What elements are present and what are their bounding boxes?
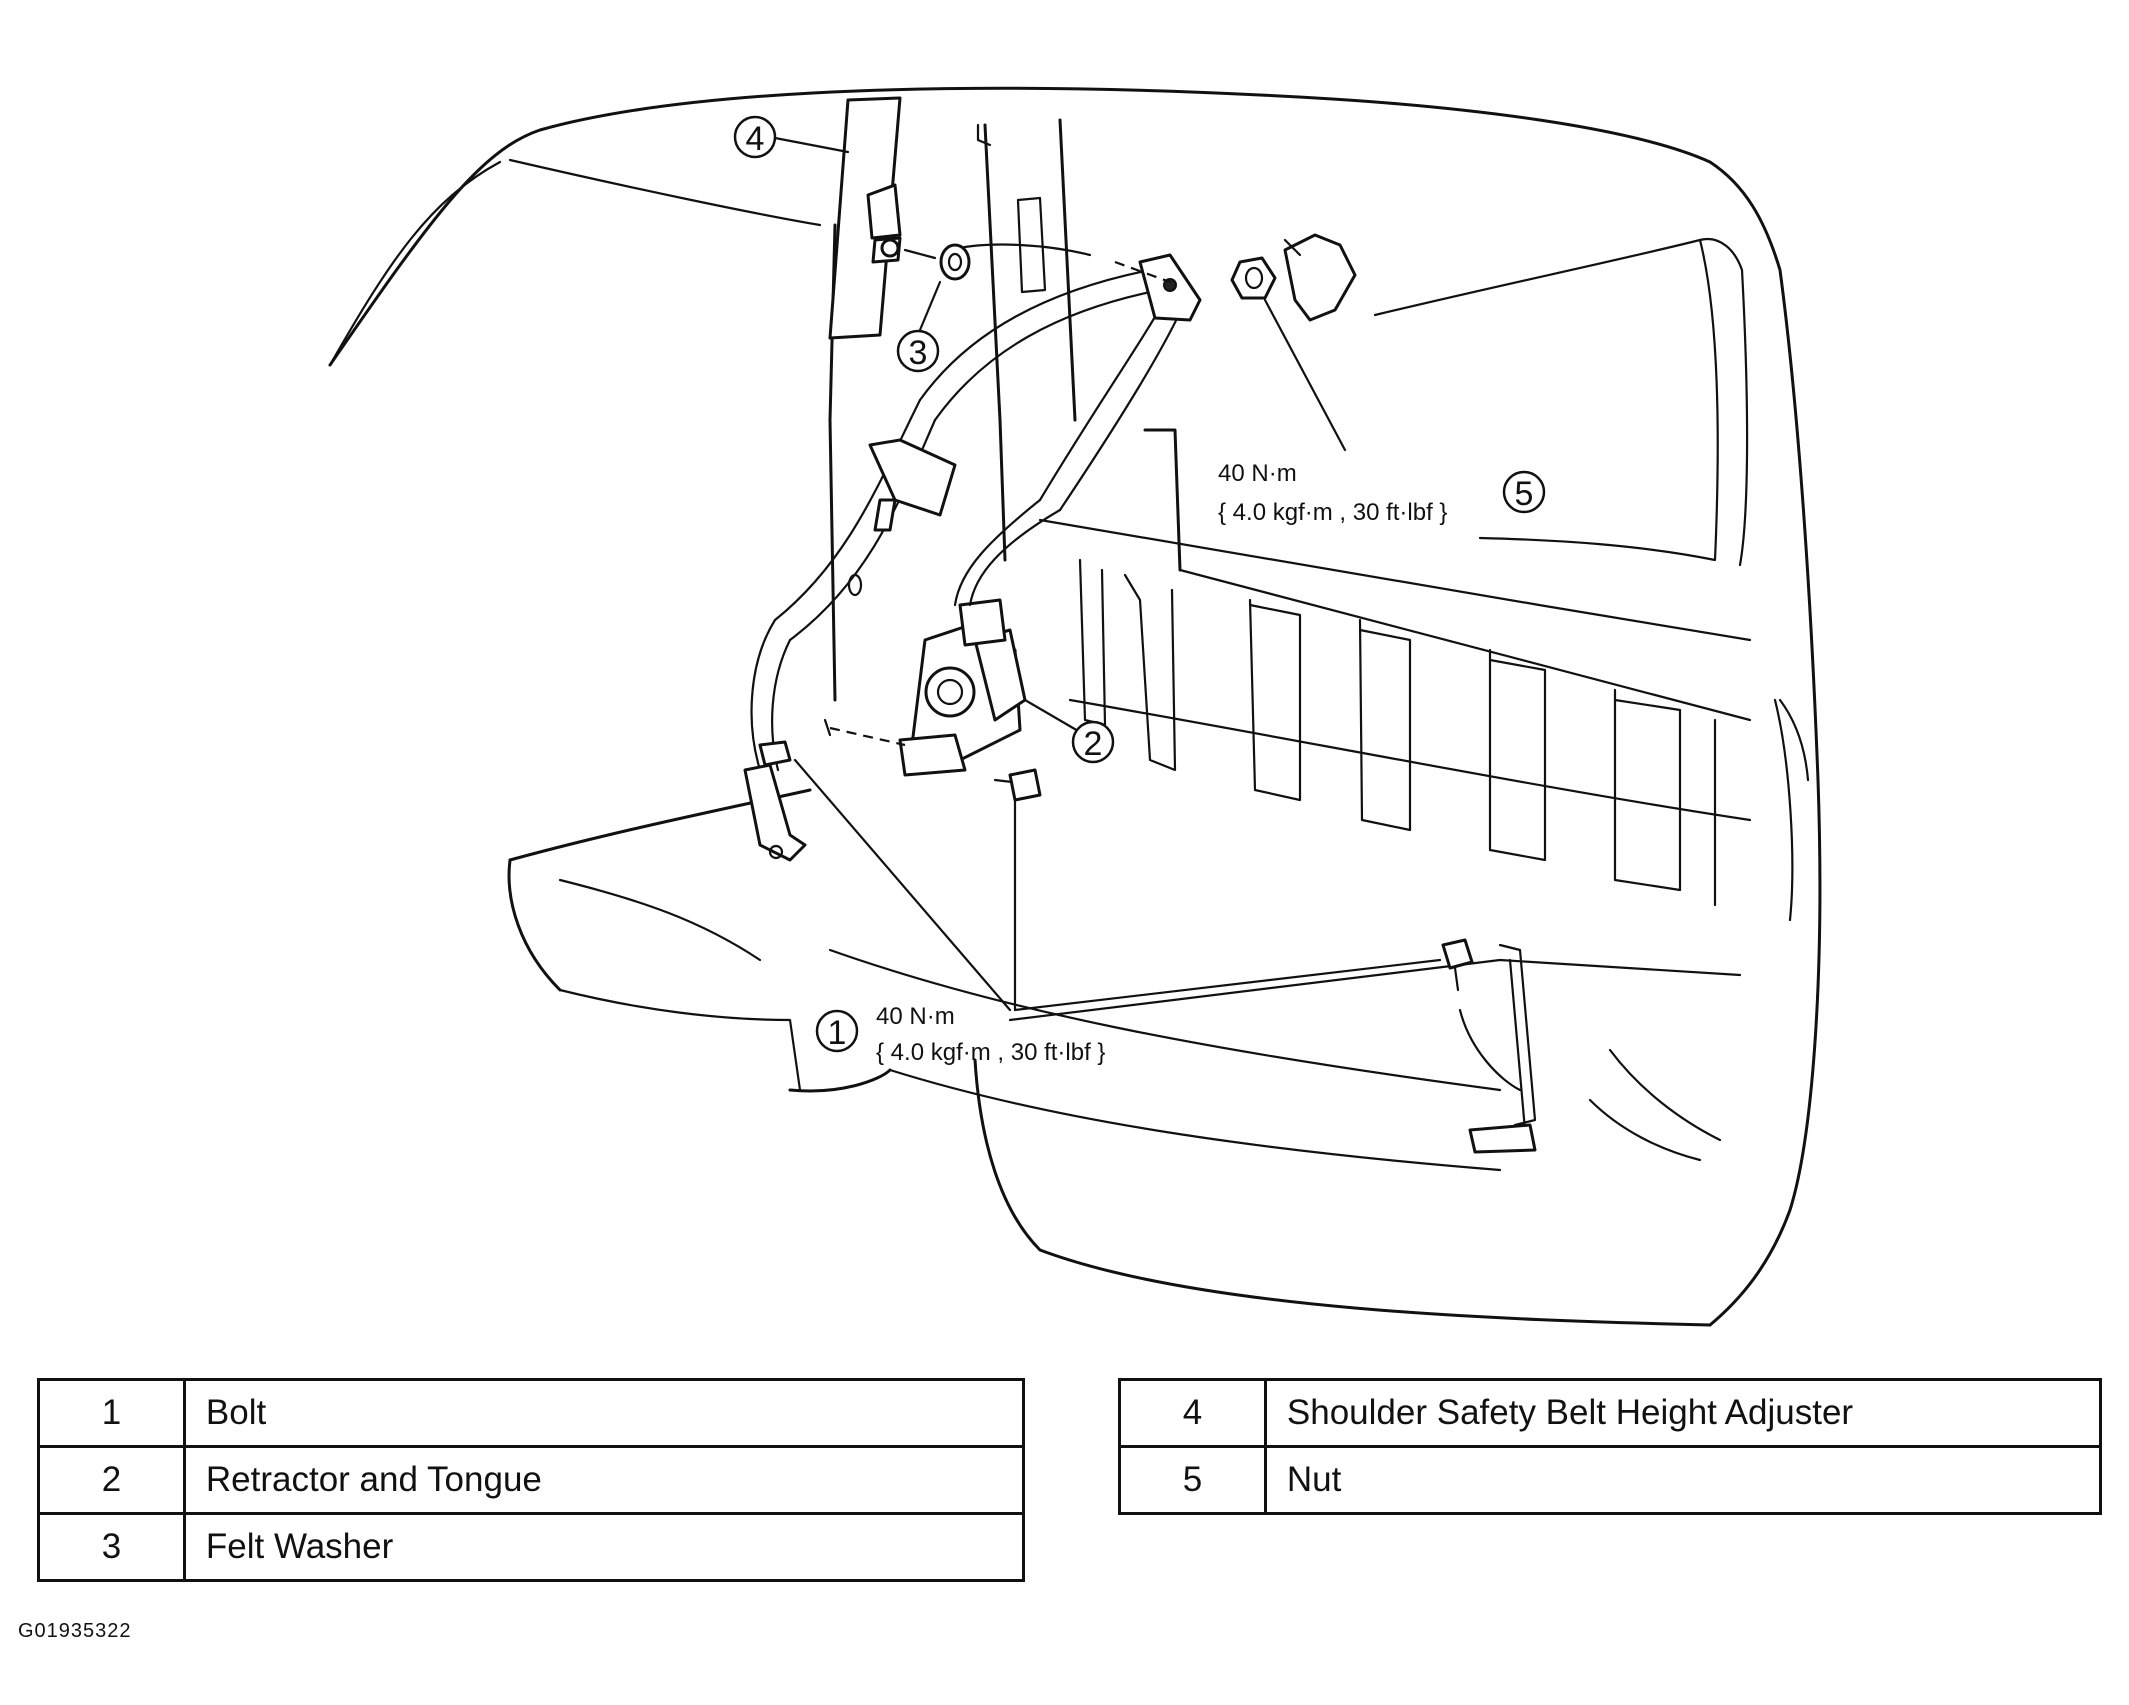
callout-4: 4 xyxy=(733,115,777,159)
trim-clip xyxy=(1283,233,1357,322)
svg-text:40 N·m: 40 N·m xyxy=(1218,460,1297,487)
legend-number: 5 xyxy=(1118,1445,1267,1515)
floor-anchor-bracket xyxy=(1458,943,1537,1154)
legend-row: 1 Bolt xyxy=(37,1378,1026,1448)
height-adjuster xyxy=(828,96,937,340)
svg-text:{ 4.0 kgf·m , 30 ft·lbf }: { 4.0 kgf·m , 30 ft·lbf } xyxy=(876,1039,1105,1066)
legend-row: 4 Shoulder Safety Belt Height Adjuster xyxy=(1118,1378,2103,1448)
felt-washer xyxy=(939,243,971,281)
legend-row: 5 Nut xyxy=(1118,1445,2103,1515)
svg-text:{ 4.0 kgf·m , 30 ft·lbf }: { 4.0 kgf·m , 30 ft·lbf } xyxy=(1218,499,1447,526)
bolt-retractor xyxy=(993,768,1042,802)
leader-lines xyxy=(773,136,1347,737)
legend-number: 1 xyxy=(37,1378,186,1448)
svg-text:1: 1 xyxy=(828,1014,847,1052)
seat-cushion xyxy=(507,788,1742,1327)
torque-spec-bolt: 40 N·m { 4.0 kgf·m , 30 ft·lbf } xyxy=(876,1003,1105,1066)
svg-text:2: 2 xyxy=(1084,725,1103,763)
svg-text:3: 3 xyxy=(909,334,928,372)
legend-table-right: 4 Shoulder Safety Belt Height Adjuster 5… xyxy=(1118,1378,2103,1515)
callout-3: 3 xyxy=(896,329,940,373)
legend-number: 4 xyxy=(1118,1378,1267,1448)
legend-number: 2 xyxy=(37,1445,186,1515)
svg-text:5: 5 xyxy=(1515,475,1534,513)
svg-text:4: 4 xyxy=(746,120,765,158)
upper-anchor xyxy=(948,243,1202,322)
legend-description: Nut xyxy=(1263,1445,2103,1515)
cab-outline xyxy=(328,86,1822,1327)
callout-5: 5 xyxy=(1502,470,1546,514)
legend-row: 3 Felt Washer xyxy=(37,1512,1026,1582)
legend-number: 3 xyxy=(37,1512,186,1582)
legend-description: Felt Washer xyxy=(182,1512,1026,1582)
legend-description: Bolt xyxy=(182,1378,1026,1448)
figure-code: G01935322 xyxy=(18,1620,132,1642)
callout-2: 2 xyxy=(1071,720,1115,764)
rear-wall xyxy=(1038,428,1752,907)
callout-1: 1 xyxy=(815,1009,859,1053)
legend-table-left: 1 Bolt 2 Retractor and Tongue 3 Felt Was… xyxy=(37,1378,1026,1582)
nut xyxy=(1230,256,1277,300)
torque-spec-nut: 40 N·m { 4.0 kgf·m , 30 ft·lbf } xyxy=(1218,460,1447,526)
svg-text:40 N·m: 40 N·m xyxy=(876,1003,955,1030)
legend-description: Shoulder Safety Belt Height Adjuster xyxy=(1263,1378,2103,1448)
seat-belt-exploded-diagram: 4 3 5 2 1 40 N·m { 4.0 kgf·m , 30 ft·lbf… xyxy=(328,86,1822,1327)
buckle-tongue xyxy=(847,438,957,597)
legend-row: 2 Retractor and Tongue xyxy=(37,1445,1026,1515)
bolt-lower-anchor xyxy=(743,740,807,862)
bolt-floor xyxy=(1441,938,1474,992)
bolts xyxy=(743,740,1474,1012)
retractor xyxy=(823,598,1027,777)
legend-description: Retractor and Tongue xyxy=(182,1445,1026,1515)
